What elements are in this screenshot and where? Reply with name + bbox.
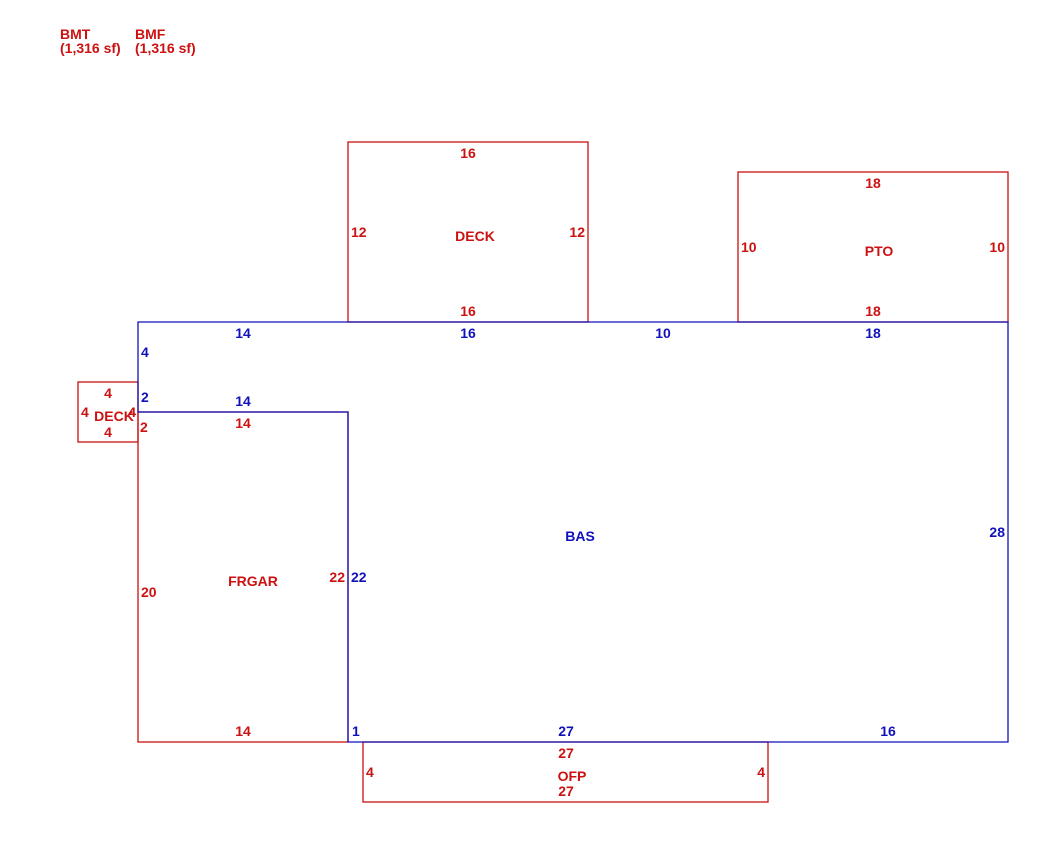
bas-name: BAS [565,528,595,544]
pto-dim-left: 10 [741,239,757,255]
deck-top-name: DECK [455,228,495,244]
legend: BMT (1,316 sf) BMF (1,316 sf) [60,26,196,56]
legend-area-bmt: (1,316 sf) [60,40,121,56]
deck-top-dim-bottom: 16 [460,303,476,319]
pto-dim-right: 10 [989,239,1005,255]
bas-dim-top-2: 16 [460,325,476,341]
pto-dim-bottom: 18 [865,303,881,319]
ofp-name: OFP [558,768,587,784]
deck-small-dim-bottom: 4 [104,424,112,440]
bas-dim-bottom-step: 1 [352,723,360,739]
ofp-dim-top: 27 [558,745,574,761]
frgar-dim-left-upper: 2 [140,419,148,435]
deck-small-dim-top: 4 [104,385,112,401]
frgar-dim-top: 14 [235,415,251,431]
bas-dim-left-upper: 4 [141,344,149,360]
bas-outline [137,321,1009,743]
pto-name: PTO [865,243,894,259]
frgar-dim-right: 22 [329,569,345,585]
deck-small-dim-right: 4 [128,404,136,420]
deck-small-name: DECK [94,408,134,424]
bas-dim-notch-side: 22 [351,569,367,585]
bas-dim-notch-top: 14 [235,393,251,409]
ofp-dim-left: 4 [366,764,374,780]
bas-dim-top-1: 14 [235,325,251,341]
legend-code-bmf: BMF [135,26,166,42]
deck-top-dim-top: 16 [460,145,476,161]
legend-code-bmt: BMT [60,26,91,42]
bas-dim-right: 28 [989,524,1005,540]
deck-top-dim-right: 12 [569,224,585,240]
bas-dim-top-3: 10 [655,325,671,341]
ofp-dim-right: 4 [757,764,765,780]
bas-dim-left-lower: 2 [141,389,149,405]
pto-dim-top: 18 [865,175,881,191]
frgar-name: FRGAR [228,573,278,589]
frgar-dim-bottom: 14 [235,723,251,739]
deck-small-dim-left: 4 [81,404,89,420]
bas-dim-top-4: 18 [865,325,881,341]
frgar-dim-left: 20 [141,584,157,600]
bas-dim-bottom-2: 16 [880,723,896,739]
deck-top-dim-left: 12 [351,224,367,240]
bas-dim-bottom-1: 27 [558,723,574,739]
ofp-dim-bottom: 27 [558,783,574,799]
legend-area-bmf: (1,316 sf) [135,40,196,56]
